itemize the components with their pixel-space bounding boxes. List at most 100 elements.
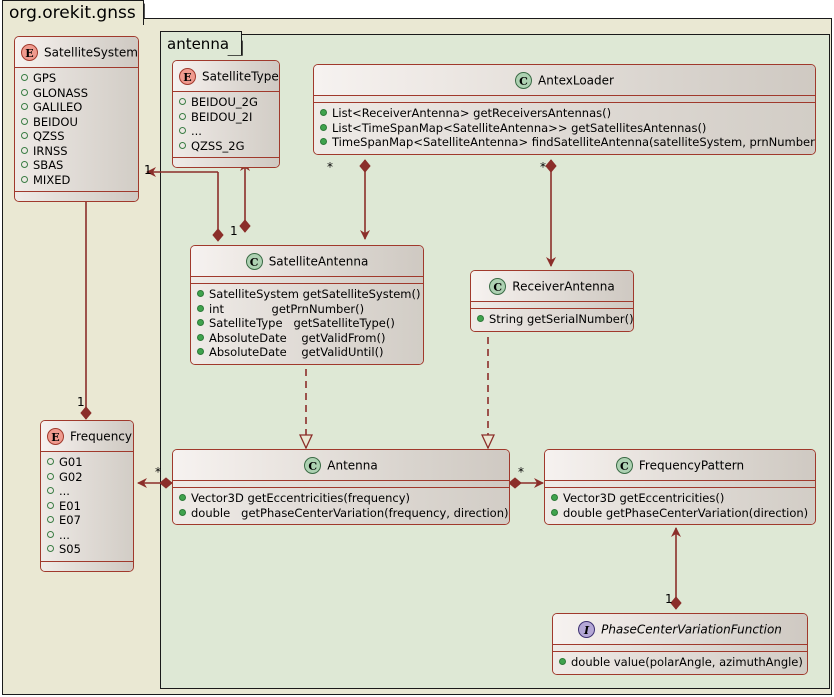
- public-field-icon: [21, 88, 28, 96]
- multiplicity-freqpattern-pcvf: 1: [665, 592, 673, 606]
- member-label: List<ReceiverAntenna> getReceiversAntenn…: [332, 106, 612, 120]
- member-item: S05: [45, 542, 129, 557]
- class-separator: [314, 96, 815, 103]
- class-members: BEIDOU_2G BEIDOU_2I ... QZSS_2G: [173, 92, 279, 157]
- public-method-icon: [197, 319, 204, 326]
- member-label: BEIDOU: [33, 114, 78, 129]
- member-item: Vector3D getEccentricities(frequency): [177, 491, 505, 506]
- enum-badge-icon: E: [179, 68, 196, 85]
- class-node-satellite-antenna[interactable]: C SatelliteAntenna SatelliteSystem getSat…: [190, 245, 424, 365]
- inner-package-tab: antenna: [160, 31, 242, 55]
- public-field-icon: [21, 161, 28, 168]
- member-label: TimeSpanMap<SatelliteAntenna> findSatell…: [332, 135, 816, 149]
- member-item: GALILEO: [19, 100, 134, 115]
- public-method-icon: [559, 658, 566, 665]
- member-label: G02: [59, 469, 83, 484]
- member-item: Vector3D getEccentricities(): [549, 491, 811, 506]
- class-separator: [191, 277, 423, 284]
- public-field-icon: [21, 74, 28, 81]
- class-badge-icon: C: [515, 72, 533, 89]
- multiplicity-antexloader-satant: *: [327, 160, 333, 174]
- class-separator: [471, 302, 633, 309]
- public-method-icon: [197, 348, 204, 355]
- member-item: double getPhaseCenterVariation(frequency…: [177, 505, 509, 521]
- public-field-icon: [179, 98, 186, 105]
- public-field-icon: [47, 516, 54, 523]
- multiplicity-antenna-freqpattern: *: [518, 465, 524, 479]
- class-header: C SatelliteAntenna: [191, 246, 423, 277]
- member-label: List<TimeSpanMap<SatelliteAntenna>> getS…: [332, 120, 707, 135]
- member-item: IRNSS: [19, 144, 134, 159]
- multiplicity-antexloader-recant: *: [540, 160, 546, 174]
- member-item: ...: [177, 124, 275, 139]
- class-badge-icon: C: [245, 253, 263, 270]
- class-footer: [41, 560, 133, 571]
- member-item: SatelliteSystem getSatelliteSystem(): [195, 287, 420, 302]
- class-members: GPS GLONASS GALILEO BEIDOU QZSS IRNSS SB…: [15, 68, 138, 191]
- member-label: IRNSS: [33, 143, 68, 158]
- member-label: E07: [59, 513, 81, 527]
- member-item: MIXED: [19, 173, 134, 188]
- public-method-icon: [551, 494, 558, 501]
- member-item: BEIDOU_2I: [177, 110, 275, 125]
- public-method-icon: [320, 109, 327, 116]
- outer-package-tab: org.orekit.gnss: [2, 0, 144, 25]
- member-item: GPS: [19, 71, 134, 86]
- member-label: double getPhaseCenterVariation(direction…: [563, 505, 809, 520]
- member-item: SBAS: [19, 158, 134, 173]
- public-field-icon: [179, 141, 186, 149]
- public-field-icon: [21, 146, 28, 154]
- member-item: G01: [45, 455, 129, 470]
- public-field-icon: [47, 472, 54, 480]
- member-item: E01: [45, 499, 129, 514]
- member-item: List<ReceiverAntenna> getReceiversAntenn…: [318, 106, 811, 121]
- class-members: String getSerialNumber(): [471, 309, 633, 331]
- outer-package-label: org.orekit.gnss: [9, 3, 136, 23]
- public-field-icon: [21, 117, 28, 125]
- public-field-icon: [47, 501, 54, 509]
- public-method-icon: [179, 508, 186, 516]
- public-method-icon: [320, 138, 327, 145]
- enum-badge-icon: E: [47, 428, 64, 445]
- member-item: AbsoluteDate getValidUntil(): [195, 345, 419, 360]
- public-field-icon: [21, 132, 28, 139]
- member-label: double getPhaseCenterVariation(frequency…: [191, 505, 509, 520]
- member-label: String getSerialNumber(): [489, 312, 634, 326]
- multiplicity-antenna-frequency: *: [155, 465, 161, 479]
- class-members: SatelliteSystem getSatelliteSystem() int…: [191, 284, 423, 364]
- member-label: ...: [191, 124, 202, 138]
- member-label: GALILEO: [33, 100, 83, 114]
- multiplicity-sattype-satant: 1: [230, 224, 238, 238]
- member-item: QZSS: [19, 129, 134, 144]
- class-title: SatelliteAntenna: [268, 254, 369, 269]
- public-field-icon: [47, 487, 54, 494]
- class-separator: [553, 645, 807, 652]
- class-title: PhaseCenterVariationFunction: [601, 622, 782, 637]
- class-members: List<ReceiverAntenna> getReceiversAntenn…: [314, 103, 815, 154]
- public-method-icon: [197, 333, 204, 341]
- public-method-icon: [179, 494, 186, 501]
- member-item: TimeSpanMap<SatelliteAntenna> findSatell…: [318, 135, 815, 150]
- member-label: ...: [59, 527, 70, 542]
- member-item: E07: [45, 513, 129, 528]
- member-label: double value(polarAngle, azimuthAngle): [571, 655, 803, 669]
- multiplicity-satsys-antexloader: 1: [144, 163, 152, 177]
- member-item: ...: [45, 528, 129, 543]
- public-field-icon: [179, 112, 186, 120]
- public-method-icon: [197, 304, 204, 312]
